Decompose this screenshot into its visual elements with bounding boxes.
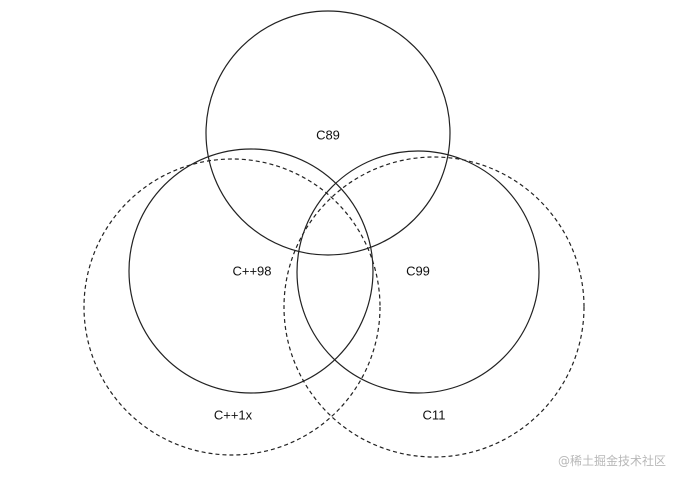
set-circle-c11 [283,156,585,458]
set-label-c11: C11 [423,407,446,422]
watermark: @稀土掘金技术社区 [557,454,666,468]
set-label-c89: C89 [316,127,340,142]
set-label-c99: C99 [406,263,430,278]
set-circle-cpp1x [83,158,381,456]
set-label-cpp98: C++98 [232,263,271,278]
set-circle-c99 [296,150,540,394]
set-label-cpp1x: C++1x [214,407,253,422]
set-circle-cpp98 [128,148,374,394]
set-circle-c89 [205,10,451,256]
